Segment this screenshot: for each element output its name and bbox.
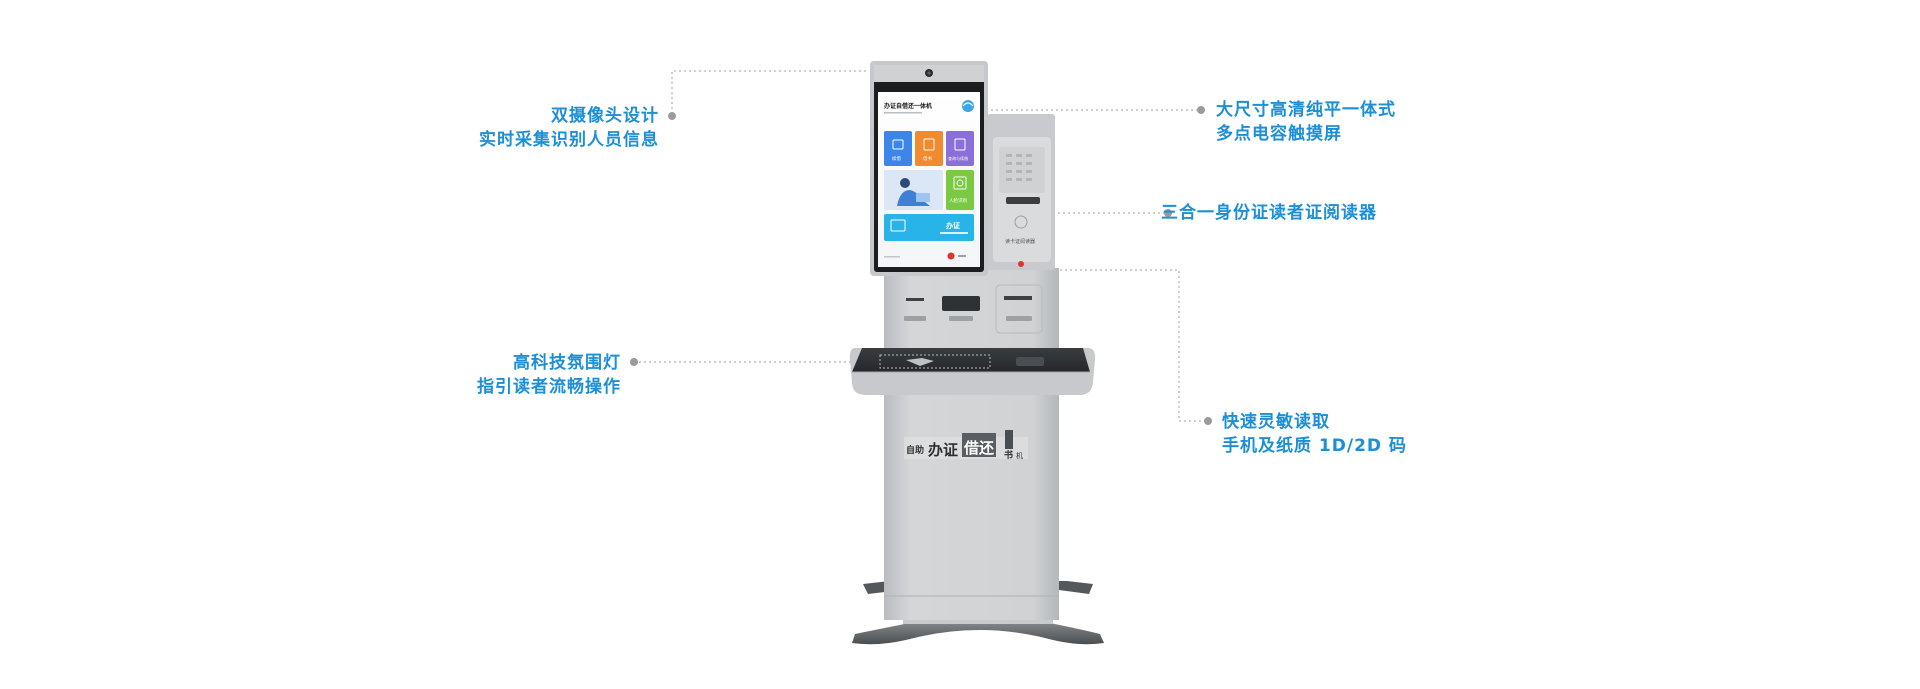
svg-text:机: 机 (1016, 451, 1023, 460)
svg-text:借还: 借还 (963, 439, 995, 457)
screen-exit-icon (947, 252, 955, 260)
kiosk-cabinet (884, 395, 1059, 620)
callout-scanner-line1: 快速灵敏读取 (1222, 412, 1330, 432)
svg-text:续借: 续借 (892, 155, 901, 162)
svg-text:办证: 办证 (928, 441, 958, 459)
callout-ambient-light-line2: 指引读者流畅操作 (477, 377, 621, 397)
callout-touchscreen: 大尺寸高清纯平一体式 多点电容触摸屏 (1216, 98, 1396, 146)
svg-text:办证自借还一体机: 办证自借还一体机 (884, 102, 932, 110)
leader-dot-scanner (1204, 417, 1212, 425)
leader-dot-id-reader (1164, 209, 1172, 217)
callout-touchscreen-line2: 多点电容触摸屏 (1216, 124, 1342, 144)
screen-tile-query (946, 131, 974, 166)
svg-text:书: 书 (1004, 449, 1013, 460)
front-label-part4: 书 (1004, 449, 1013, 460)
front-label-part3: 借还 (963, 439, 995, 457)
code-scanner-window (1016, 357, 1044, 366)
callout-dual-camera-line2: 实时采集识别人员信息 (479, 130, 659, 150)
svg-text:自助: 自助 (906, 444, 924, 455)
screen-app-title: 办证自借还一体机 (884, 102, 932, 110)
callout-touchscreen-line1: 大尺寸高清纯平一体式 (1216, 100, 1396, 120)
ambient-light-strip (879, 354, 991, 369)
callout-dual-camera-line1: 双摄像头设计 (551, 106, 659, 126)
callout-ambient-light-line1: 高科技氛围灯 (513, 353, 621, 373)
scanner-red-light (1018, 261, 1024, 267)
callout-scanner-line2: 手机及纸质 1D/2D 码 (1222, 436, 1407, 456)
leader-dot-touchscreen (1197, 106, 1205, 114)
svg-text:人脸识别: 人脸识别 (949, 197, 967, 204)
screen-big-button-label: 办证 (946, 221, 960, 230)
svg-text:读卡证阅读器: 读卡证阅读器 (1005, 238, 1035, 245)
screen-big-button (884, 214, 974, 241)
front-label-part1: 自助 (906, 444, 924, 455)
receipt-printer-slot (942, 296, 980, 311)
svg-text:查询与续借: 查询与续借 (948, 155, 968, 161)
callout-ambient-light: 高科技氛围灯 指引读者流畅操作 (477, 351, 621, 399)
callout-id-reader-line1: 三合一身份证读者证阅读器 (1161, 203, 1377, 223)
screen-logo-icon (962, 100, 974, 112)
callout-scanner: 快速灵敏读取 手机及纸质 1D/2D 码 (1222, 410, 1407, 458)
leader-dot-ambient-light (630, 358, 638, 366)
svg-text:办证: 办证 (946, 221, 960, 230)
callout-id-reader: 三合一身份证读者证阅读器 (1161, 201, 1377, 225)
front-label-part2: 办证 (928, 441, 958, 459)
screen-tile-face-recognition (946, 170, 974, 210)
leader-dot-camera (668, 112, 676, 120)
callout-dual-camera: 双摄像头设计 实时采集识别人员信息 (479, 104, 659, 152)
screen-tile-borrow (915, 131, 943, 166)
reader-label: 读卡证阅读器 (1005, 238, 1035, 245)
svg-text:借书: 借书 (923, 155, 932, 162)
front-label-part5: 机 (1016, 451, 1023, 460)
